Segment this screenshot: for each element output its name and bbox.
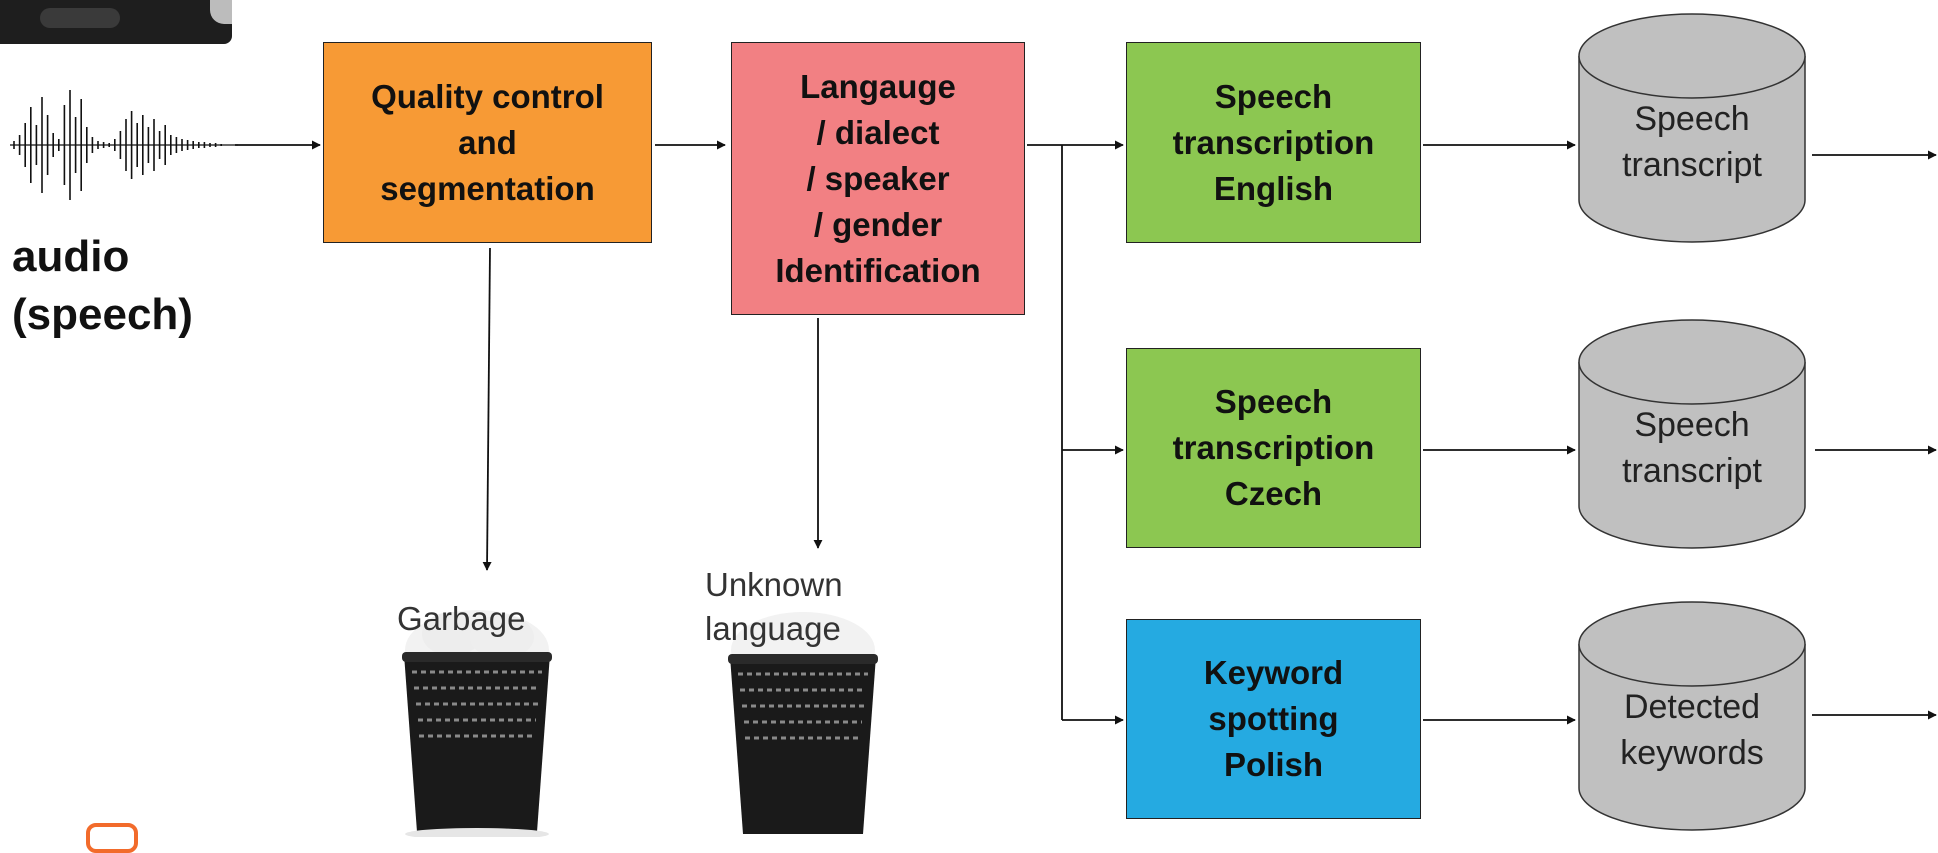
quality-control-label: Quality control and segmentation: [371, 77, 604, 207]
czech-transcription-box: Speech transcription Czech: [1126, 348, 1421, 548]
audio-waveform-icon: [10, 90, 238, 200]
garbage-bin-icon: [402, 610, 552, 837]
output-label-czech: Speech transcript: [1622, 406, 1762, 490]
slide-corner-mark: [86, 823, 138, 853]
quality-control-box: Quality control and segmentation: [323, 42, 652, 243]
output-cylinder-english: Speech transcript: [1578, 12, 1806, 244]
english-transcription-label: Speech transcription English: [1172, 77, 1375, 207]
speaker-photo: [0, 0, 232, 44]
polish-keyword-spotting-box: Keyword spotting Polish: [1126, 619, 1421, 819]
database-icon: [1578, 319, 1806, 549]
database-icon: [1578, 601, 1806, 831]
language-identification-label: Langauge / dialect / speaker / gender Id…: [775, 67, 981, 289]
garbage-label: Garbage: [397, 600, 526, 637]
database-icon: [1578, 13, 1806, 243]
output-cylinder-czech: Speech transcript: [1578, 318, 1806, 550]
input-label: audio (speech): [12, 232, 193, 339]
output-label-polish: Detected keywords: [1620, 688, 1764, 772]
output-cylinder-polish: Detected keywords: [1578, 600, 1806, 832]
czech-transcription-label: Speech transcription Czech: [1172, 383, 1375, 512]
unknown-language-label: Unknown language: [705, 566, 843, 647]
language-identification-box: Langauge / dialect / speaker / gender Id…: [731, 42, 1025, 315]
output-label-english: Speech transcript: [1622, 100, 1762, 184]
english-transcription-box: Speech transcription English: [1126, 42, 1421, 243]
unknown-language-bin-icon: [728, 612, 878, 834]
arrow-quality-to-garbage: [482, 247, 492, 571]
polish-keyword-spotting-label: Keyword spotting Polish: [1203, 654, 1344, 783]
